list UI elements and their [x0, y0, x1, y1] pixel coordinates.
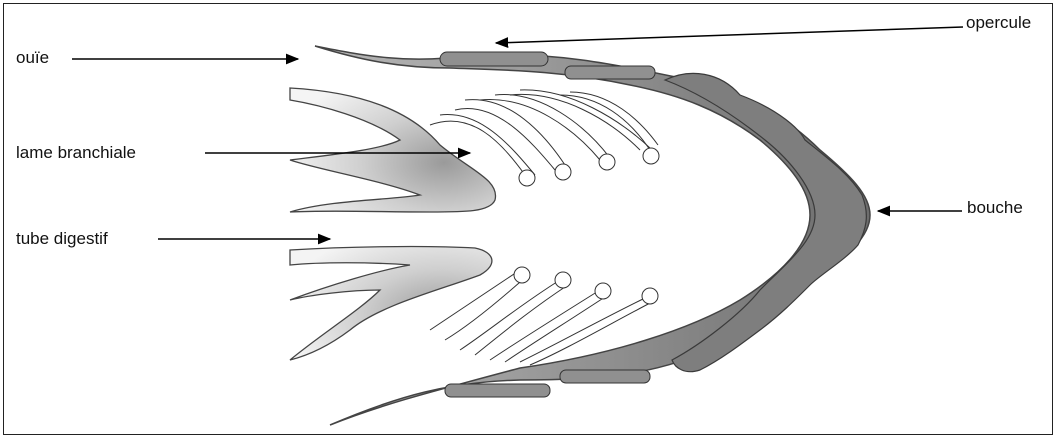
- label-tube-digestif: tube digestif: [16, 229, 108, 249]
- label-bouche: bouche: [967, 198, 1023, 218]
- lower-muscle-band-1: [445, 384, 550, 397]
- label-ouie: ouïe: [16, 48, 49, 68]
- gill-arch-lower: [290, 247, 492, 360]
- lower-muscle-band-2: [560, 370, 650, 383]
- jaw-outline: [315, 46, 870, 425]
- label-opercule: opercule: [966, 13, 1031, 33]
- upper-muscle-band-1: [440, 52, 548, 66]
- gill-arch-upper: [290, 88, 496, 212]
- label-lame-branchiale: lame branchiale: [16, 143, 136, 163]
- upper-muscle-band-2: [565, 66, 655, 79]
- arrow-opercule: [496, 27, 963, 43]
- gill-filament-bases-upper: [519, 148, 659, 186]
